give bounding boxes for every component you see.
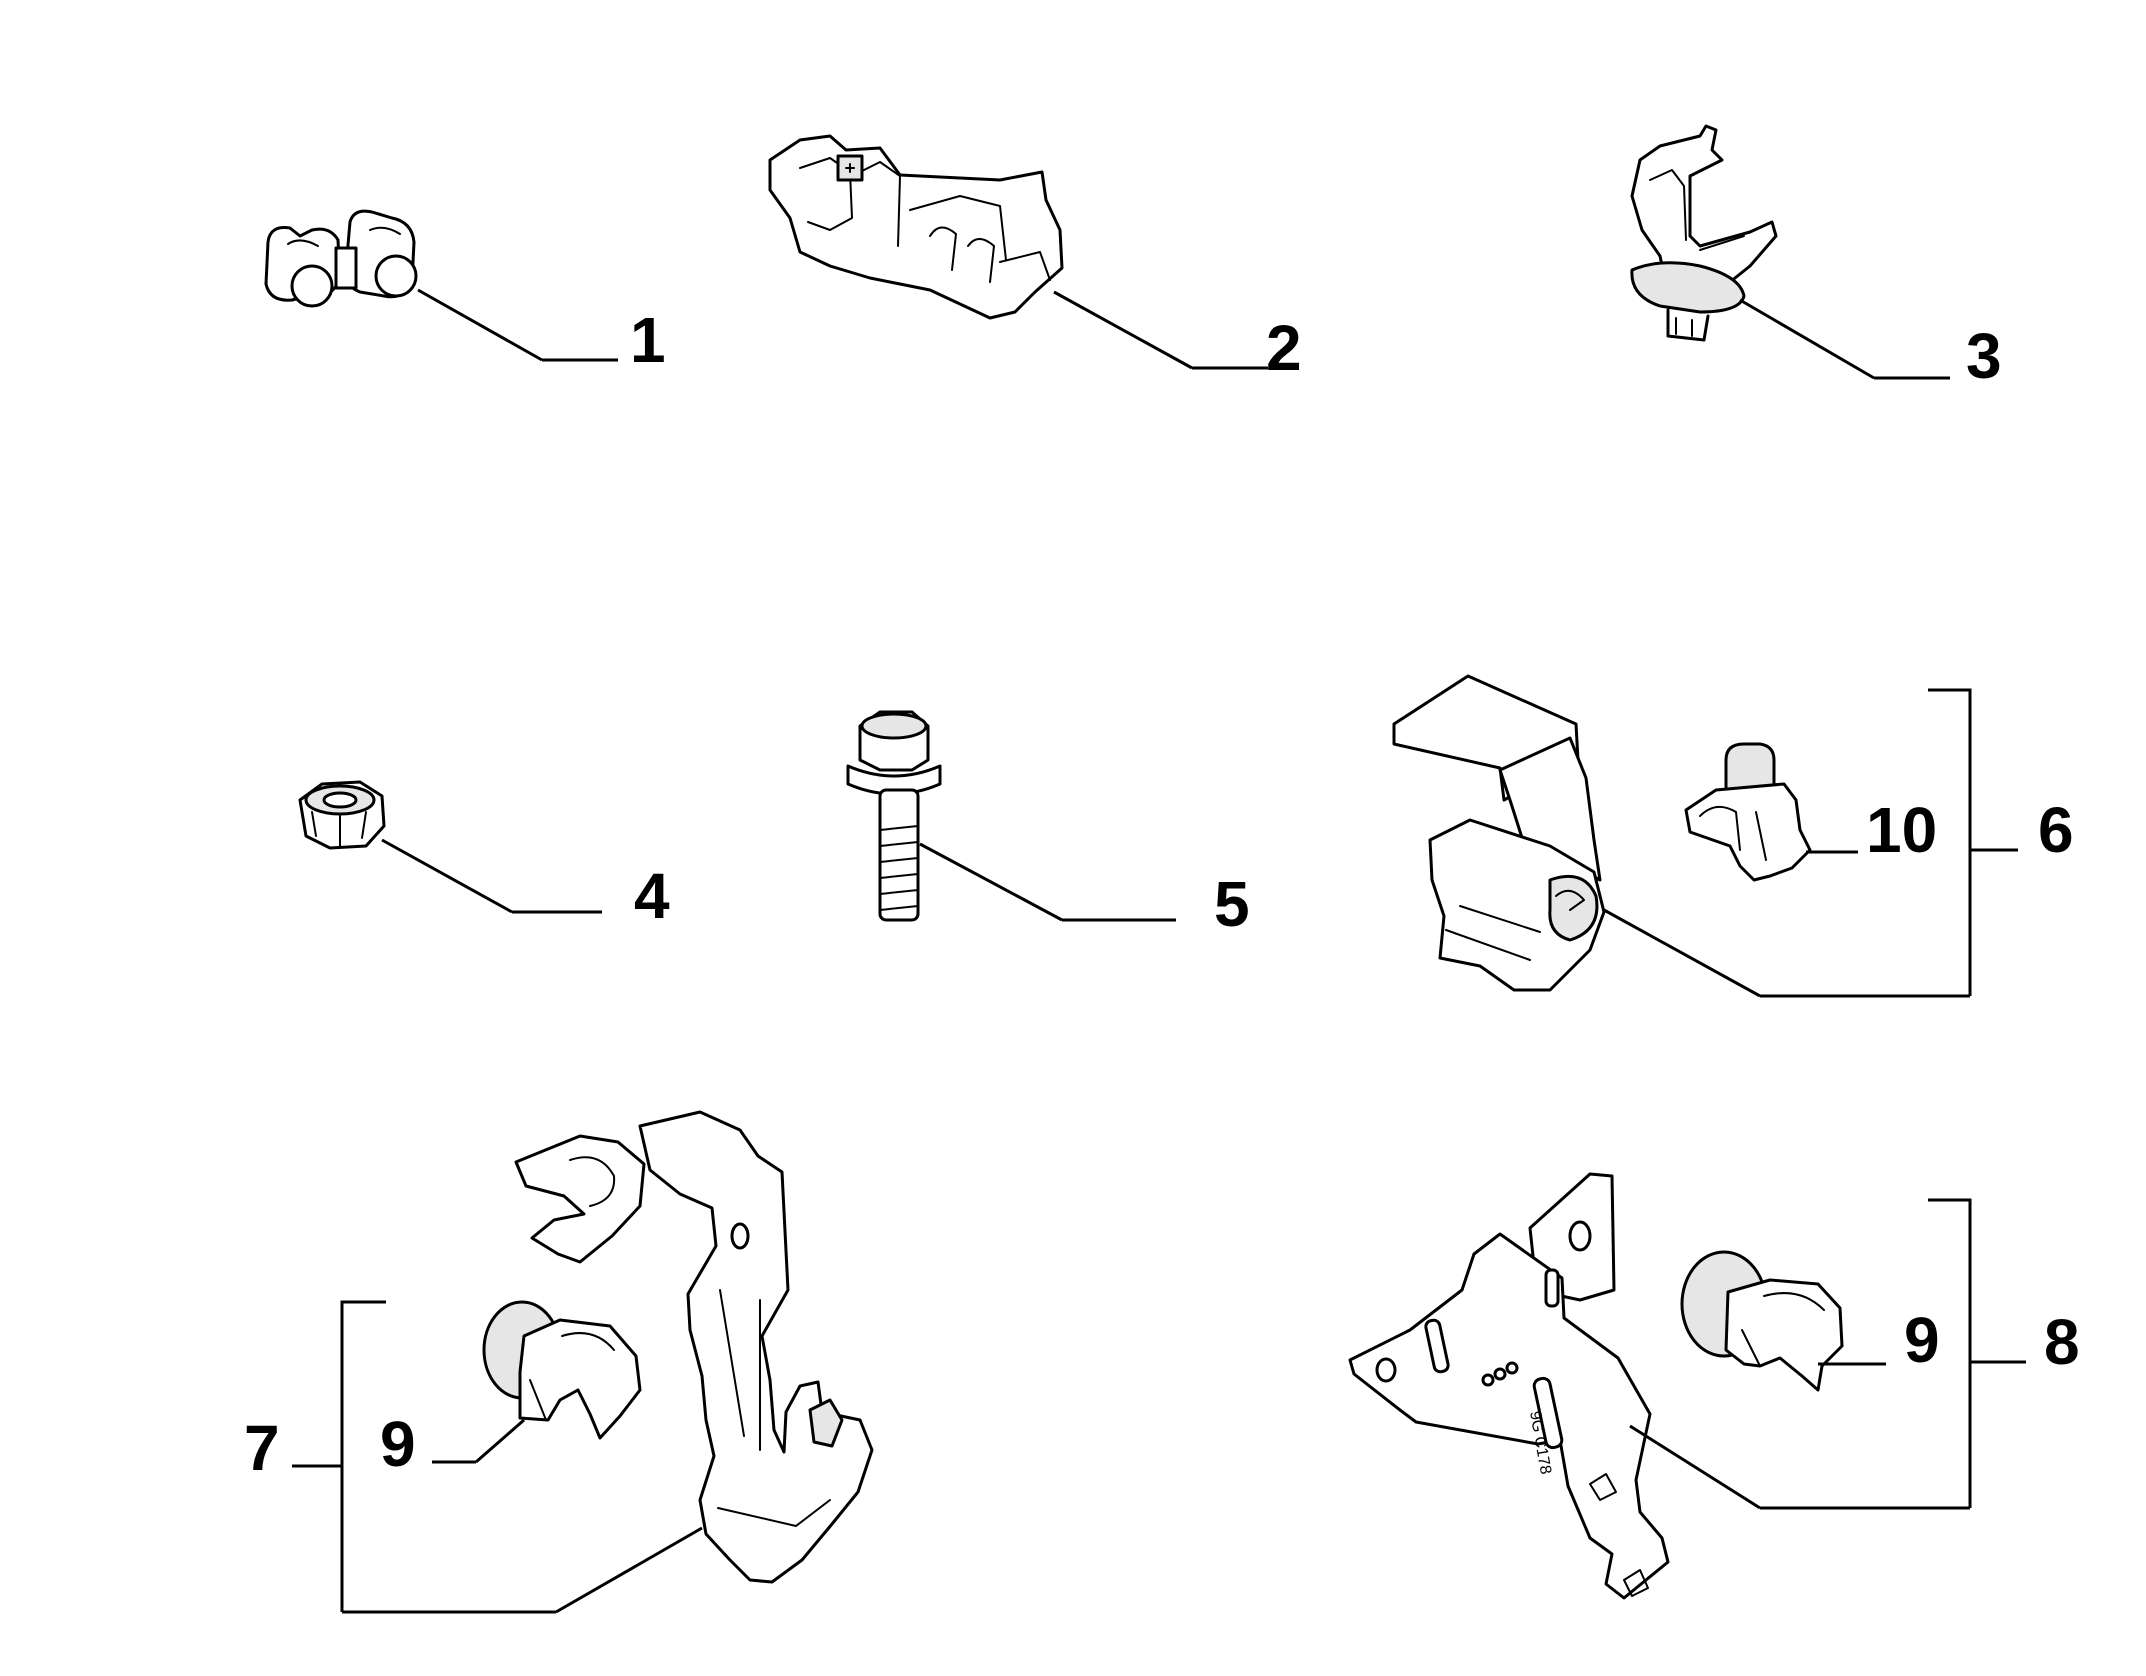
leader-5 — [919, 842, 1063, 922]
callout-5: 5 — [1214, 868, 1250, 940]
part-8-stamped-bracket: 9G C178 — [1348, 1172, 1670, 1600]
leader-8 — [1629, 1424, 1761, 1510]
part-3-push-in-clip — [1630, 124, 1778, 342]
leader-4 — [381, 838, 513, 914]
part-1-twin-pipe-clip — [264, 209, 418, 308]
bracket-group-6 — [1928, 688, 1972, 996]
callout-8: 8 — [2044, 1306, 2080, 1378]
callout-1: 1 — [630, 304, 666, 376]
part-9-push-clip-right — [1680, 1250, 1844, 1392]
callout-4: 4 — [634, 860, 670, 932]
leader-2 — [1053, 290, 1193, 370]
part-6-pipe-bracket — [1392, 674, 1606, 992]
leader-3 — [1739, 298, 1875, 380]
part-7-long-bracket — [514, 1110, 874, 1584]
part-10-push-clip — [1684, 742, 1812, 882]
leader-9-left — [475, 1418, 525, 1464]
part-2-multi-pipe-holder — [768, 134, 1064, 320]
leader-7 — [555, 1526, 703, 1614]
callout-9-right: 9 — [1904, 1304, 1940, 1376]
callout-7: 7 — [244, 1412, 280, 1484]
part-9-push-clip-left — [482, 1300, 642, 1440]
callout-6: 6 — [2038, 794, 2074, 866]
bracket-group-8 — [1928, 1198, 1972, 1508]
part-4-flange-nut — [298, 780, 386, 850]
leader-6 — [1603, 908, 1761, 998]
callout-9-left: 9 — [380, 1408, 416, 1480]
callout-2: 2 — [1266, 312, 1302, 384]
part-5-flanged-bolt — [846, 710, 942, 922]
callout-3: 3 — [1966, 320, 2002, 392]
bracket-group-7 — [340, 1300, 386, 1612]
callout-10: 10 — [1866, 794, 1937, 866]
leader-1 — [417, 288, 543, 362]
